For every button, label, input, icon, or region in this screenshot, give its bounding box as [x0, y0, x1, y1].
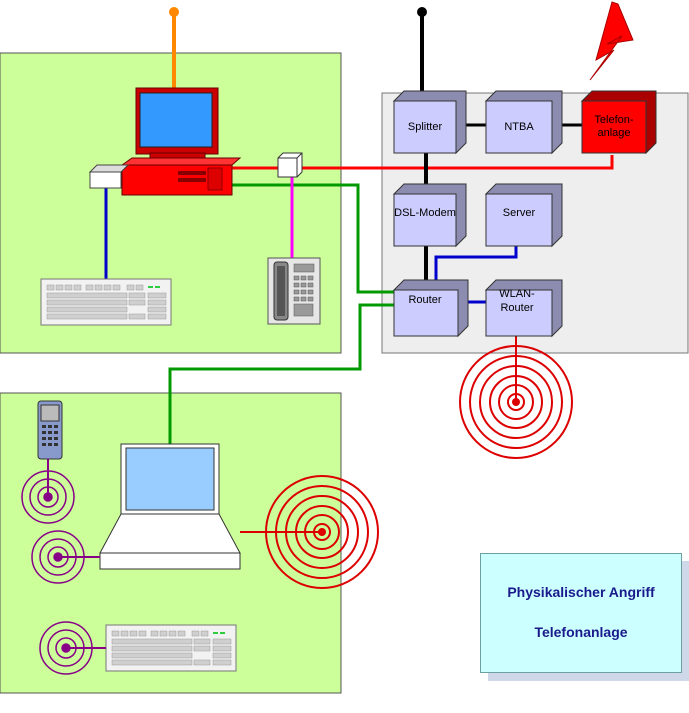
- wlan-router-node: WLAN- Router: [484, 279, 563, 338]
- title-line-1: Physikalischer Angriff: [507, 584, 655, 600]
- ntba-node: NTBA: [484, 90, 563, 155]
- phone-handset-icon: [267, 257, 321, 325]
- keyboard-icon: [40, 278, 172, 326]
- mobile-radio-waves-icon: [21, 470, 75, 524]
- router-label: Router: [408, 294, 441, 306]
- mobile-phone-icon: [37, 400, 63, 460]
- phone-jack-icon: [277, 152, 303, 178]
- antenna-icon: [169, 7, 179, 17]
- green-lan-wire-laptop: [168, 303, 396, 446]
- desktop-computer-icon: [120, 87, 242, 196]
- title-line-2: Telefonanlage: [534, 624, 628, 640]
- red-phone-wire: [232, 155, 614, 170]
- telefonanlage-node: Telefon- anlage: [580, 90, 657, 155]
- dsl-modem-node: DSL-Modem: [392, 183, 467, 248]
- splitter-label: Splitter: [408, 121, 443, 133]
- laptop-radio-waves-icon: [265, 475, 379, 589]
- modem-box-icon: [88, 164, 130, 189]
- splitter-node: Splitter: [392, 90, 467, 155]
- router-node: Router: [392, 279, 469, 338]
- wlan-router-label-1: WLAN-: [499, 288, 535, 300]
- telefonanlage-label-2: anlage: [597, 127, 630, 139]
- lightning-bolt-icon: [589, 1, 634, 81]
- title-box: Physikalischer Angriff Telefonanlage: [480, 553, 682, 673]
- wlan-radio-waves-icon: [459, 345, 573, 459]
- dsl-modem-label: DSL-Modem: [394, 207, 456, 219]
- telefonanlage-label-1: Telefon-: [594, 114, 633, 126]
- laptop-bt-waves-icon: [31, 530, 85, 584]
- laptop-icon: [99, 443, 241, 570]
- server-node: Server: [484, 183, 563, 248]
- keyboard-radio-waves-icon: [39, 621, 93, 675]
- line-terminal-icon: [417, 7, 427, 17]
- ntba-label: NTBA: [504, 121, 534, 133]
- wlan-router-label-2: Router: [500, 302, 533, 314]
- green-lan-wire-pc: [232, 183, 396, 294]
- server-label: Server: [503, 207, 536, 219]
- wireless-keyboard-icon: [105, 624, 237, 672]
